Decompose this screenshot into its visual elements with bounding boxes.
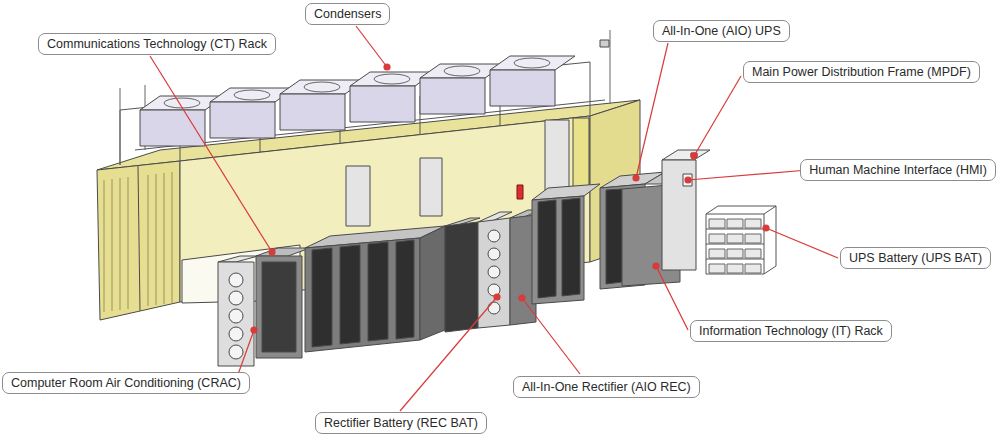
- callout-box: Rectifier Battery (REC BAT): [315, 412, 487, 434]
- callout-label: Main Power Distribution Frame (MPDF): [752, 65, 971, 79]
- callout-box: Information Technology (IT) Rack: [690, 320, 892, 342]
- callout-label: UPS Battery (UPS BAT): [849, 251, 982, 265]
- callout-label: Computer Room Air Conditioning (CRAC): [11, 376, 241, 390]
- callout-label: Human Machine Interface (HMI): [809, 163, 987, 177]
- callout-label: Information Technology (IT) Rack: [699, 324, 883, 338]
- callout-box: All-In-One (AIO) UPS: [653, 20, 790, 42]
- callout-box: Main Power Distribution Frame (MPDF): [743, 61, 980, 83]
- callout-label: Condensers: [314, 7, 381, 21]
- callout-box: Condensers: [305, 3, 390, 25]
- callout-box: Communications Technology (CT) Rack: [38, 33, 276, 55]
- callout-label: Rectifier Battery (REC BAT): [324, 416, 478, 430]
- callout-label: All-In-One (AIO) UPS: [662, 24, 781, 38]
- callout-box: UPS Battery (UPS BAT): [840, 247, 991, 269]
- callout-label: All-In-One Rectifier (AIO REC): [522, 380, 691, 394]
- callout-label: Communications Technology (CT) Rack: [47, 37, 267, 51]
- callout-box: All-In-One Rectifier (AIO REC): [513, 376, 700, 398]
- callout-box: Computer Room Air Conditioning (CRAC): [2, 372, 250, 394]
- callout-box: Human Machine Interface (HMI): [800, 159, 996, 181]
